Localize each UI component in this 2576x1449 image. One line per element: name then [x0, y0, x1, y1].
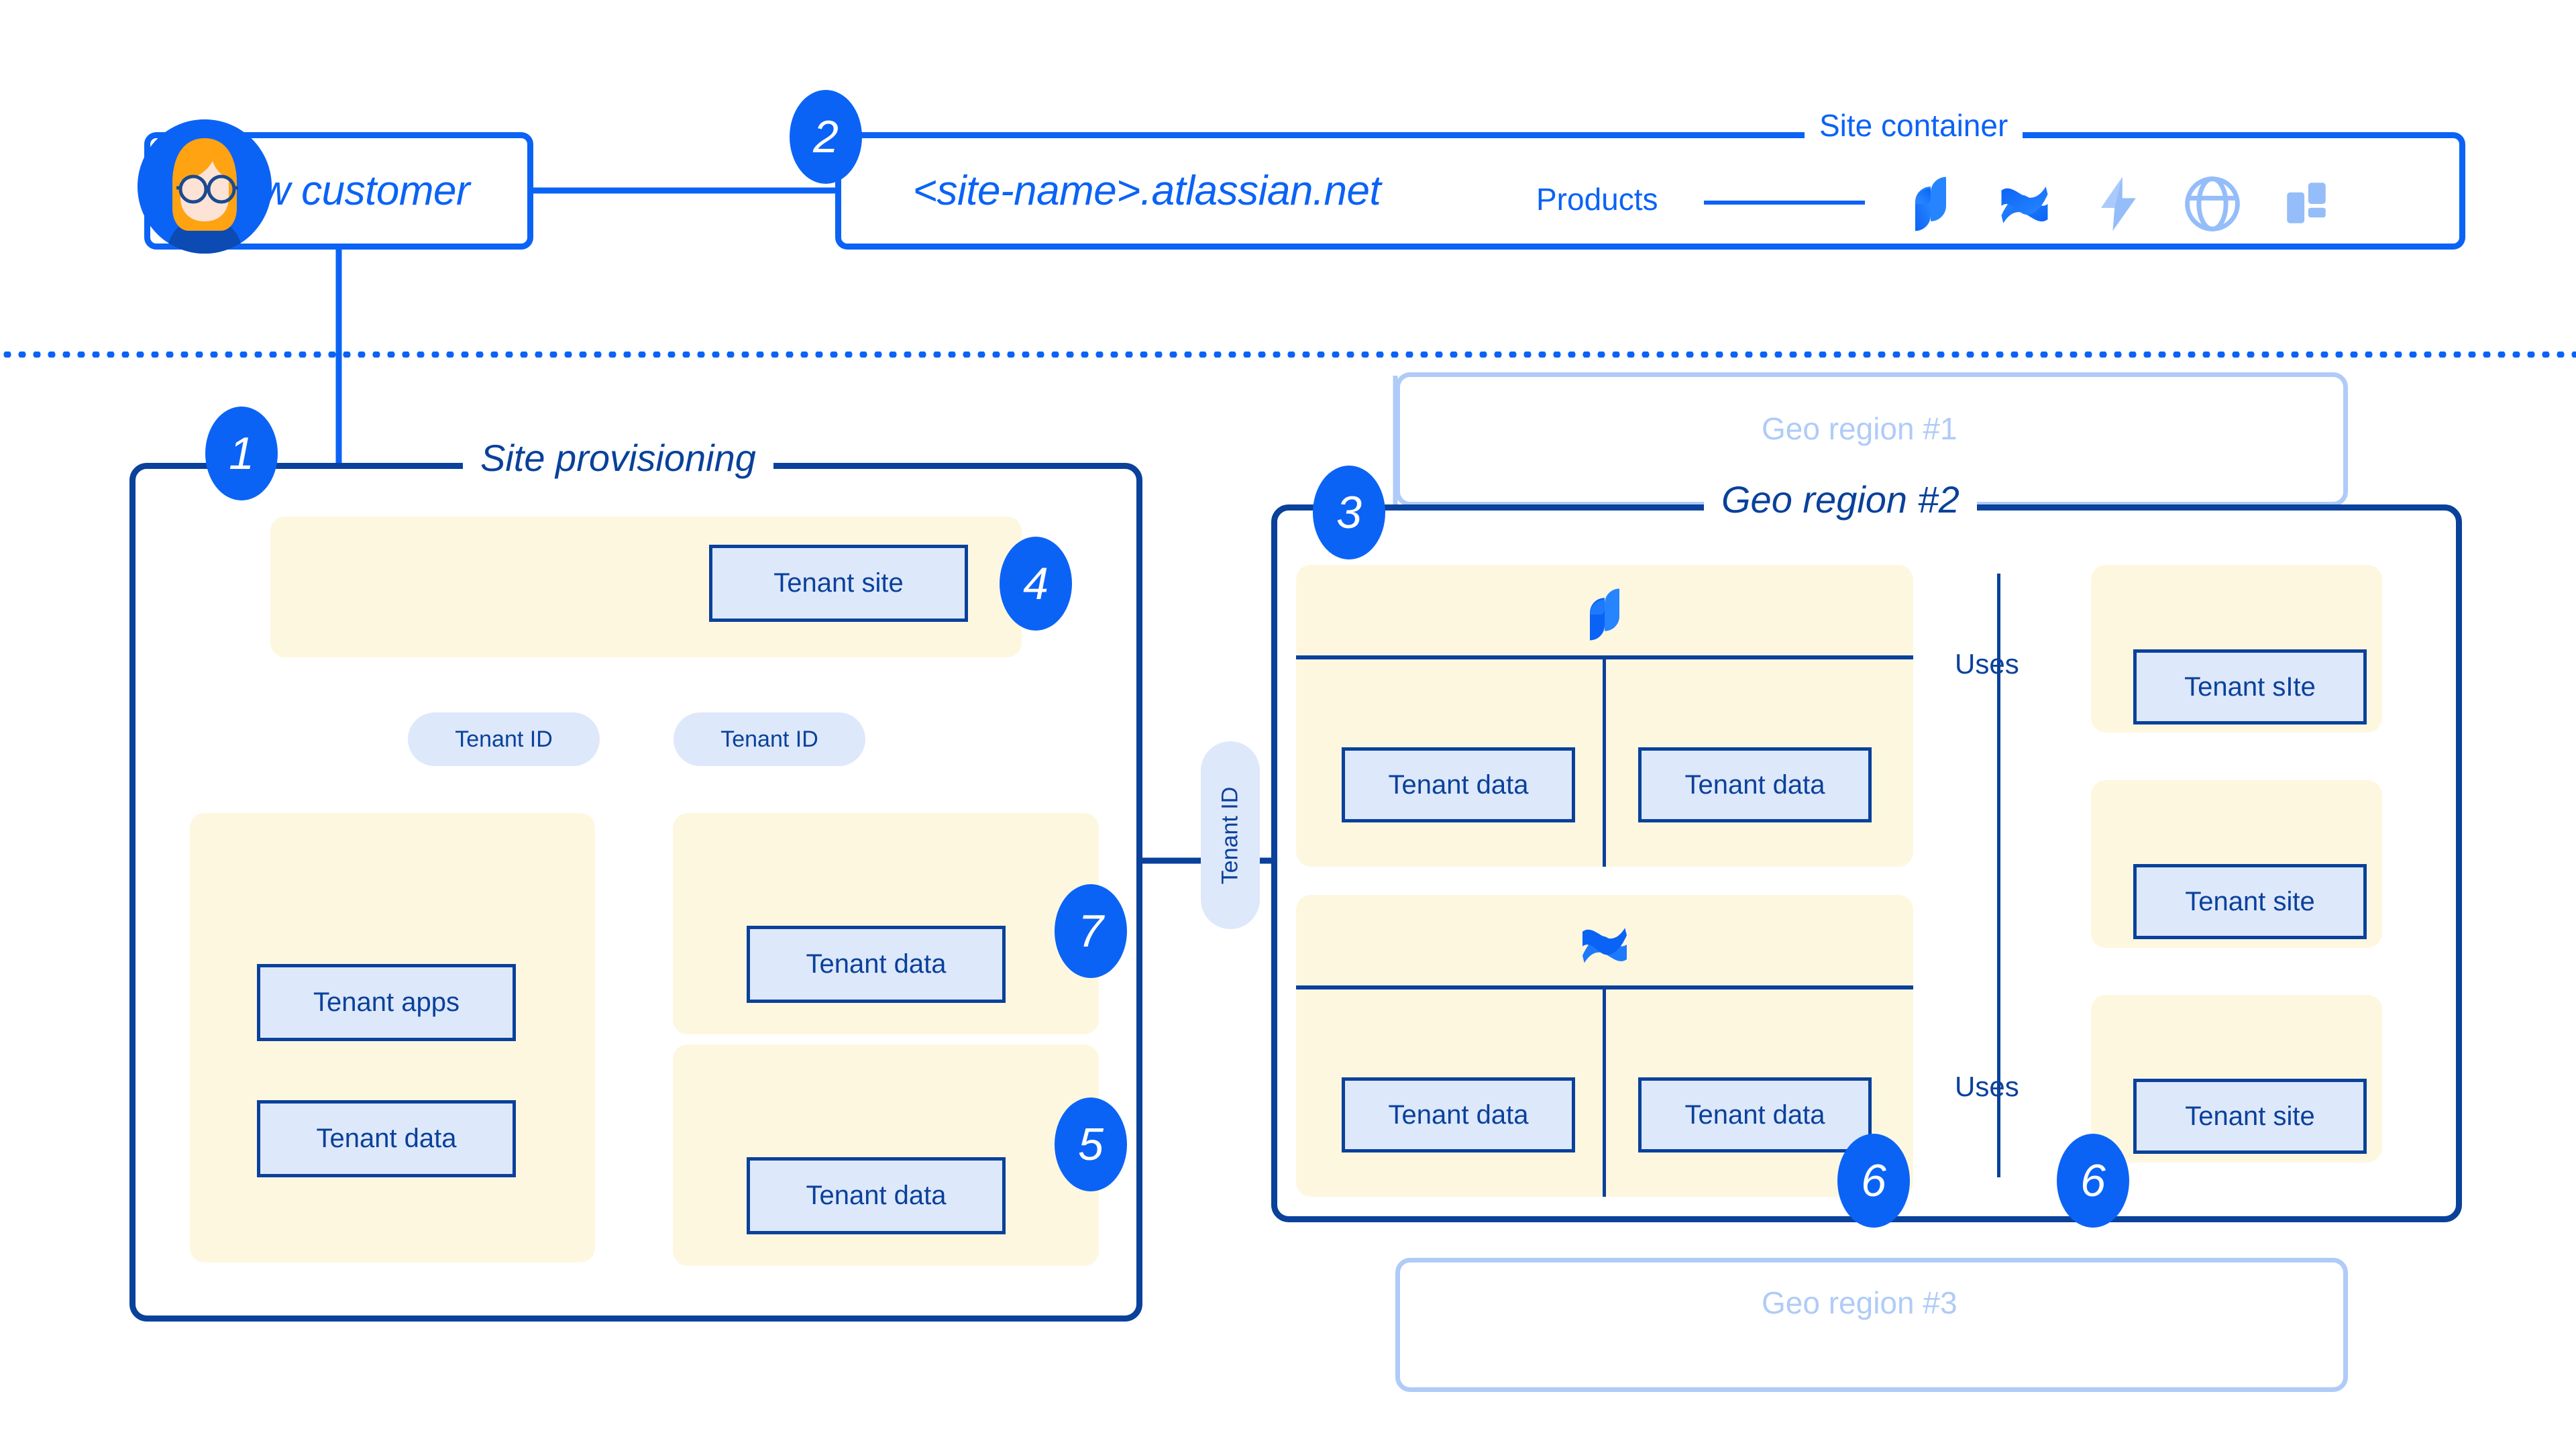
- products-label: Products: [1536, 182, 1658, 217]
- badge-7: 7: [1055, 884, 1127, 978]
- geo-region-2-column-divider: [1997, 574, 2000, 1177]
- tenant-id-vertical-label: Tenant ID: [1217, 786, 1243, 884]
- badge-6-b: 6: [2057, 1134, 2129, 1228]
- confluence-service-2-data-box: Tenant data: [1638, 1077, 1872, 1152]
- confluence-icon: [1994, 173, 2055, 235]
- platform-service-2-box: Tenant site: [2133, 864, 2367, 939]
- badge-6-a: 6: [1837, 1134, 1910, 1228]
- site-container-title: Site container: [1805, 107, 2023, 144]
- geo-region-2-title: Geo region #2: [1704, 478, 1977, 521]
- operational-registry-tenant-site-box: Tenant site: [709, 545, 968, 622]
- bitbucket-pipelines-icon: [2088, 173, 2149, 235]
- site-provisioning-title: Site provisioning: [463, 436, 773, 480]
- uses-label-bottom: Uses: [1955, 1071, 2019, 1102]
- platform-service-3-box: Tenant site: [2133, 1079, 2367, 1154]
- site-name-label: <site-name>.atlassian.net: [912, 168, 1381, 214]
- badge-5: 5: [1055, 1097, 1127, 1191]
- tenant-id-vertical-pill: Tenant ID: [1201, 741, 1260, 929]
- jira-service-1-data-box: Tenant data: [1342, 747, 1575, 822]
- jira-card-divider-v: [1603, 659, 1606, 867]
- geo-region-3-label: Geo region #3: [1751, 1285, 1968, 1321]
- commerce-tenant-apps-box: Tenant apps: [257, 964, 516, 1041]
- confluence-service-1-data-box: Tenant data: [1342, 1077, 1575, 1152]
- badge-4: 4: [1000, 537, 1072, 631]
- tenant-id-pill-right: Tenant ID: [674, 712, 865, 766]
- badge-3: 3: [1313, 466, 1385, 559]
- trello-icon: [2275, 173, 2337, 235]
- products-connector-line: [1704, 201, 1865, 205]
- section-divider: [0, 352, 2576, 358]
- jira-card-divider-h: [1296, 655, 1913, 659]
- tenant-id-pill-left: Tenant ID: [408, 712, 600, 766]
- badge-2: 2: [790, 90, 862, 184]
- confluence-card-divider-v: [1603, 989, 1606, 1197]
- customer-avatar-icon: [138, 119, 272, 254]
- uses-label-top: Uses: [1955, 648, 2019, 680]
- jira-card-icon: [1575, 585, 1634, 644]
- platform-service-1-box: Tenant sIte: [2133, 649, 2367, 724]
- identity-tenant-data-box: Tenant data: [747, 1157, 1006, 1234]
- badge-1: 1: [205, 407, 278, 500]
- geo-region-3-panel: [1395, 1258, 2348, 1392]
- billing-tenant-data-box: Tenant data: [747, 926, 1006, 1003]
- geo-region-1-label: Geo region #1: [1751, 411, 1968, 447]
- confluence-card-icon: [1575, 915, 1634, 974]
- compass-icon: [2182, 173, 2243, 235]
- confluence-card-divider-h: [1296, 985, 1913, 989]
- site-container-panel: [1452, 132, 2465, 250]
- commerce-tenant-data-box: Tenant data: [257, 1100, 516, 1177]
- site-name-box: <site-name>.atlassian.net: [835, 132, 1452, 250]
- jira-icon: [1900, 173, 1962, 235]
- jira-service-2-data-box: Tenant data: [1638, 747, 1872, 822]
